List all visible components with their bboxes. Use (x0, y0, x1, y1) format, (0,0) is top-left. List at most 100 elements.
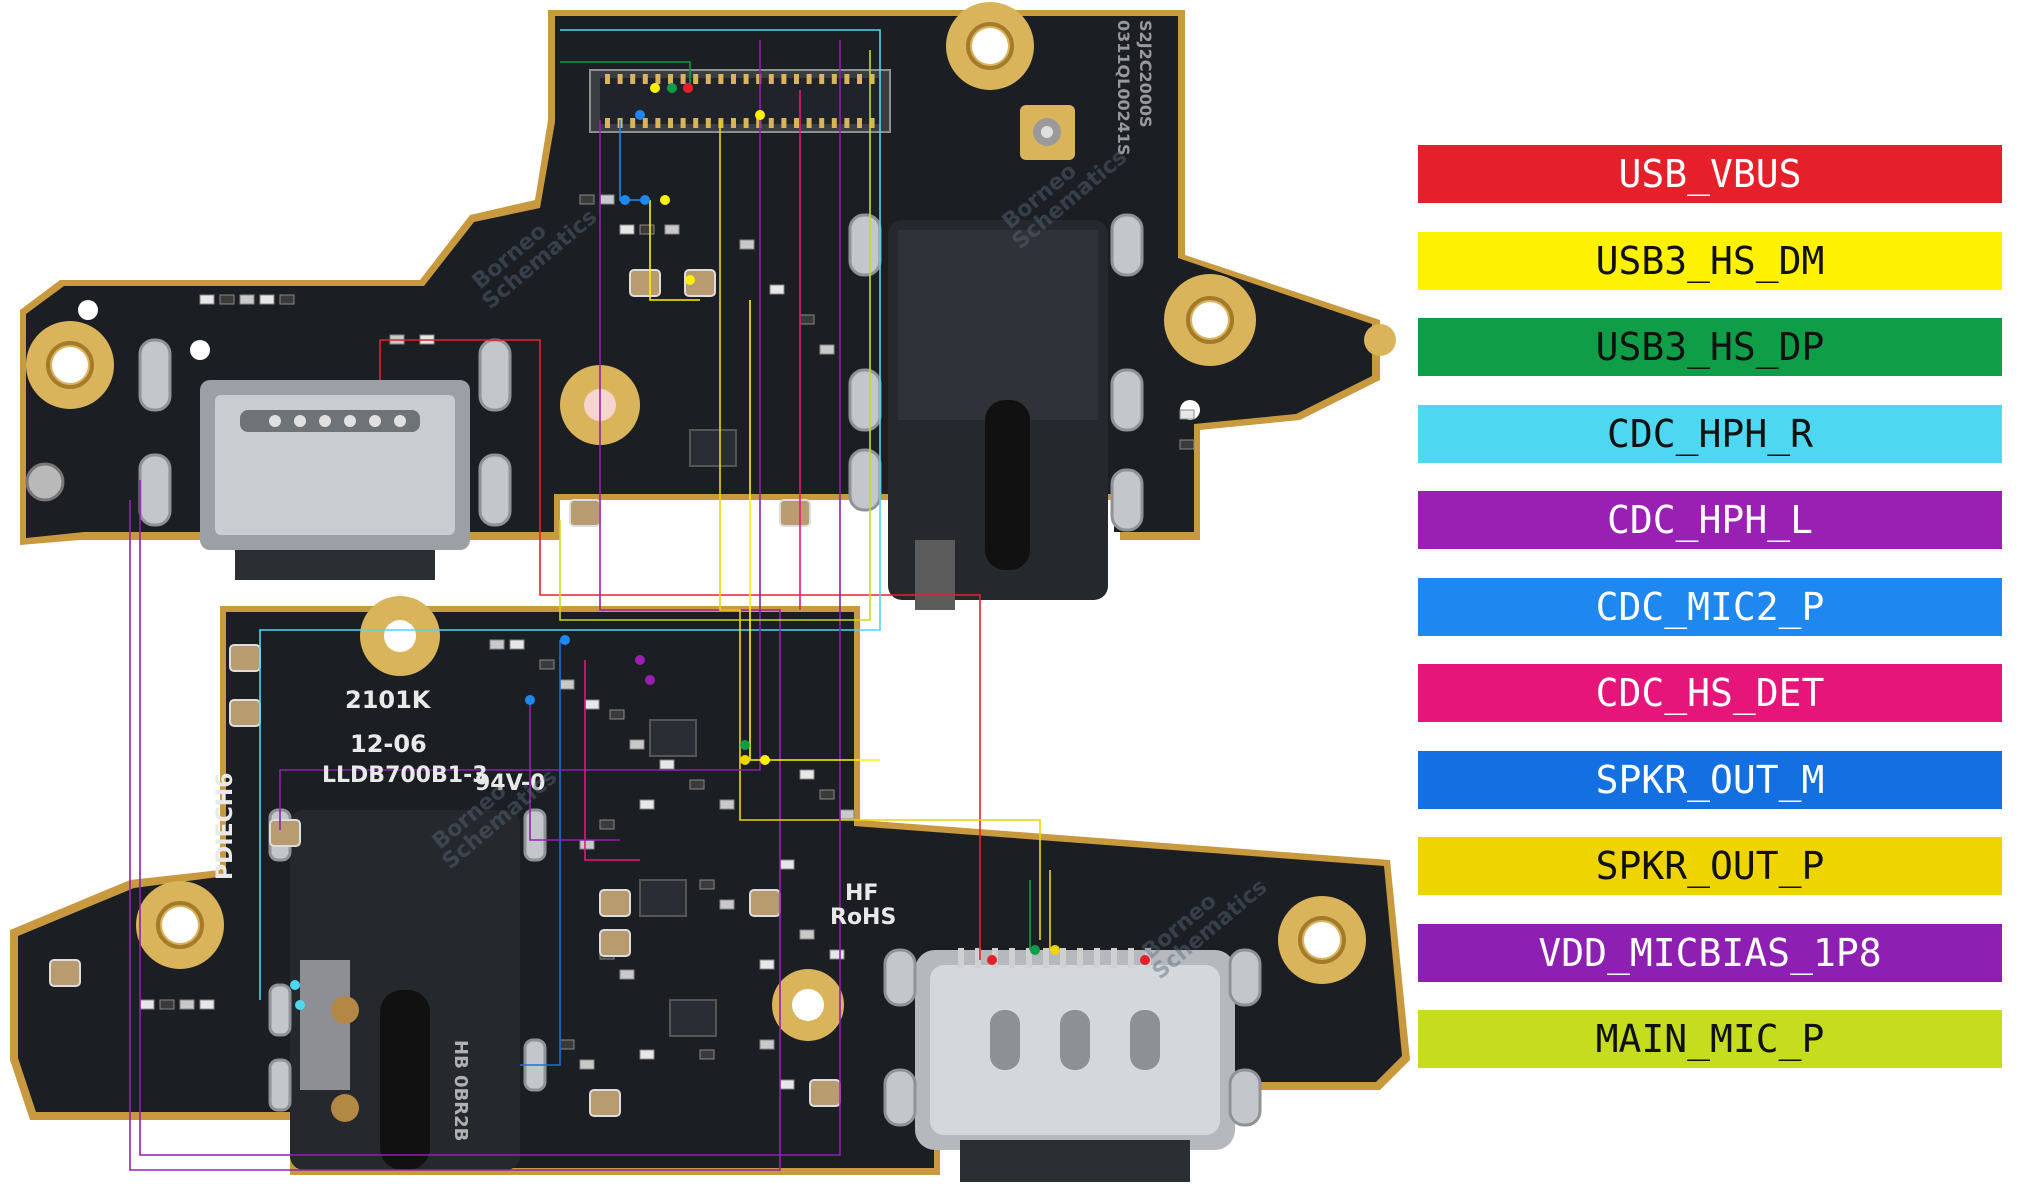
smd-part (159, 999, 175, 1010)
fpc-pin (642, 118, 648, 128)
fpc-pin (605, 74, 610, 84)
fpc-pin (630, 118, 636, 128)
bottom-audio-jack (290, 810, 520, 1170)
silk-rohs: RoHS (830, 905, 896, 930)
usbc-pin (1077, 948, 1083, 968)
contact-pad (269, 819, 301, 847)
test-point (560, 635, 570, 645)
smd-part (559, 1039, 575, 1050)
legend-item-usb3-hs-dm: USB3_HS_DM (1418, 231, 2002, 290)
contact-pad (599, 929, 631, 957)
net-trace (380, 339, 981, 960)
silk-part-number: LLDB700B1-3 (322, 763, 488, 788)
smd-part (819, 344, 835, 355)
usbc-pin (975, 948, 981, 968)
fpc-pin (768, 118, 774, 128)
silk-hf: HF (845, 881, 878, 906)
test-point (525, 695, 535, 705)
top-usb-connector (200, 380, 470, 580)
test-point (685, 275, 695, 285)
legend-item-cdc-mic2-p: CDC_MIC2_P (1418, 577, 2002, 636)
smd-part (239, 294, 255, 305)
smd-part (779, 859, 795, 870)
smd-part (719, 799, 735, 810)
fpc-pin (781, 74, 787, 84)
fpc-connector (589, 69, 891, 133)
net-trace (584, 660, 640, 861)
fpc-pin (857, 74, 862, 84)
smd-part (199, 999, 215, 1010)
net-trace (259, 29, 881, 1000)
net-trace (129, 120, 781, 1171)
fpc-pin (857, 118, 862, 128)
fpc-pin (680, 118, 686, 128)
fpc-pin (794, 74, 799, 84)
fpc-pin (668, 118, 673, 128)
fpc-pin (831, 118, 837, 128)
smd-part (539, 659, 555, 670)
silk-serial-1: S2J2C2000S (1136, 20, 1155, 128)
legend-item-usb3-hs-dp: USB3_HS_DP (1418, 318, 2002, 376)
contact-pad (49, 959, 81, 987)
smd-part (619, 224, 635, 235)
usbc-pin (1060, 948, 1066, 968)
test-point (760, 755, 770, 765)
silk-jack-mark: HB 0BR2B (450, 1040, 471, 1141)
smd-part (779, 1079, 795, 1090)
smd-part (139, 999, 155, 1010)
usbc-pin (1026, 948, 1032, 968)
fpc-pin (693, 74, 699, 84)
smd-part (819, 789, 835, 800)
silk-date-code-2: 12-06 (350, 730, 427, 758)
fpc-pin (655, 74, 661, 84)
test-point (290, 980, 300, 990)
smd-part (584, 699, 600, 710)
legend-item-cdc-hph-r: CDC_HPH_R (1418, 404, 2002, 463)
top-audio-jack (888, 220, 1108, 610)
test-point (683, 83, 693, 93)
smd-components (49, 194, 1195, 1117)
test-point (635, 655, 645, 665)
fpc-pin (705, 118, 711, 128)
smd-part (839, 809, 855, 820)
ic-chip (669, 999, 717, 1037)
smd-part (664, 224, 680, 235)
smd-part (609, 709, 625, 720)
smd-part (659, 759, 675, 770)
pcb-board-image: 2101K 12-06 LLDB700B1-3 94V-0 HF RoHS PD… (10, 2, 1410, 1182)
ic-chip (649, 719, 697, 757)
test-point (635, 110, 645, 120)
net-trace (139, 40, 841, 1156)
fpc-pin (756, 118, 762, 128)
fpc-pin (869, 74, 875, 84)
fpc-pin (718, 118, 724, 128)
contact-pad (599, 889, 631, 917)
fpc-pin (794, 118, 799, 128)
fpc-pin (718, 74, 724, 84)
silk-rating: 94V-0 (475, 771, 545, 796)
fpc-pin (819, 74, 825, 84)
test-point (987, 955, 997, 965)
smd-part (599, 194, 615, 205)
silk-serial-2: 0311QL00241S (1114, 20, 1133, 156)
test-point (620, 195, 630, 205)
smd-part (579, 194, 595, 205)
smd-part (829, 949, 845, 960)
legend-item-cdc-hph-l: CDC_HPH_L (1418, 491, 2002, 549)
fpc-pin (668, 74, 673, 84)
contact-pad (229, 699, 261, 727)
fpc-pin (743, 118, 749, 128)
contact-pad (809, 1079, 841, 1107)
smd-part (219, 294, 235, 305)
smd-part (199, 294, 215, 305)
smd-part (759, 959, 775, 970)
silk-date-code-1: 2101K (345, 686, 432, 714)
usbc-pin (1043, 948, 1049, 968)
smd-part (509, 639, 525, 650)
smd-part (279, 294, 295, 305)
fpc-pin (756, 74, 762, 84)
fpc-pin (630, 74, 636, 84)
usbc-pin (1009, 948, 1015, 968)
test-point (740, 755, 750, 765)
